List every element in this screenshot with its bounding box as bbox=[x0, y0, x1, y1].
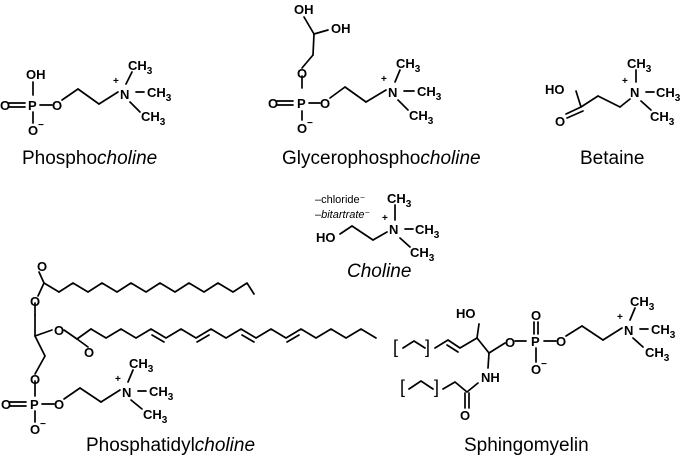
o-label: O bbox=[1, 397, 11, 412]
o-label: O bbox=[28, 123, 38, 138]
glycerophosphocholine-caption: Glycerophosphocholine bbox=[282, 148, 481, 169]
phosphocholine-caption: Phosphocholine bbox=[22, 148, 157, 169]
methyl-label: CH3 bbox=[627, 56, 652, 75]
ho-label: HO bbox=[316, 230, 336, 245]
methyl-label: CH3 bbox=[128, 58, 153, 77]
choline-caption: Choline bbox=[347, 261, 411, 282]
methyl-label: CH3 bbox=[396, 56, 421, 75]
phosphatidylcholine-caption: Phosphatidylcholine bbox=[86, 435, 255, 456]
o-label: O bbox=[0, 98, 10, 113]
methyl-label: CH3 bbox=[141, 109, 166, 128]
plus-charge: + bbox=[617, 312, 623, 323]
methyl-label: CH3 bbox=[149, 384, 174, 403]
methyl-label: CH3 bbox=[147, 85, 172, 104]
phosphocholine-structure: OH O P O − O + N CH3 CH3 CH3 bbox=[0, 58, 172, 138]
o-label: O bbox=[531, 362, 541, 377]
plus-charge: + bbox=[622, 76, 628, 87]
chloride-salt-label: –chloride⁻ bbox=[315, 194, 366, 206]
repeat-bracket: [ bbox=[400, 377, 405, 397]
bitartrate-salt-label: –bitartrate⁻ bbox=[315, 209, 371, 221]
methyl-label: CH3 bbox=[387, 191, 412, 210]
o-label: O bbox=[54, 323, 64, 338]
plus-charge: + bbox=[115, 374, 121, 385]
methyl-label: CH3 bbox=[630, 294, 655, 313]
phosphatidylcholine-structure: O O O O O O P O − O + N CH3 CH3 CH3 bbox=[1, 259, 377, 437]
p-label: P bbox=[297, 96, 306, 111]
oh-label: OH bbox=[26, 67, 46, 82]
methyl-label: CH3 bbox=[651, 322, 676, 341]
o-label: O bbox=[297, 121, 307, 136]
plus-charge: + bbox=[113, 76, 119, 87]
o-label: O bbox=[555, 114, 565, 129]
choline-structure: –chloride⁻ –bitartrate⁻ HO + N CH3 CH3 C… bbox=[315, 191, 440, 264]
repeat-bracket: ] bbox=[434, 377, 439, 397]
methyl-label: CH3 bbox=[410, 245, 435, 264]
methyl-label: CH3 bbox=[129, 356, 154, 375]
oh-label: OH bbox=[294, 2, 314, 17]
methyl-label: CH3 bbox=[645, 345, 670, 364]
oh-label: OH bbox=[331, 21, 351, 36]
nh-label: NH bbox=[481, 370, 500, 385]
o-label: O bbox=[505, 335, 515, 350]
minus-charge: − bbox=[541, 359, 547, 370]
repeat-bracket: [ bbox=[393, 337, 398, 357]
sphingomyelin-structure: [ ] [ ] HO NH O O O P O − O bbox=[393, 294, 676, 423]
plus-charge: + bbox=[382, 213, 388, 224]
glycerophosphocholine-structure: OH OH O O P O − O + N CH3 CH3 CH3 bbox=[268, 2, 442, 136]
p-label: P bbox=[28, 98, 37, 113]
o-label: O bbox=[460, 408, 470, 423]
o-label: O bbox=[268, 96, 278, 111]
o-label: O bbox=[531, 308, 541, 323]
ho-label: HO bbox=[545, 82, 565, 97]
o-label: O bbox=[30, 294, 40, 309]
ho-label: HO bbox=[456, 306, 476, 321]
methyl-label: CH3 bbox=[143, 407, 168, 426]
betaine-structure: HO O + N CH3 CH3 CH3 bbox=[545, 56, 681, 129]
o-label: O bbox=[556, 334, 566, 349]
o-label: O bbox=[54, 397, 64, 412]
o-label: O bbox=[30, 422, 40, 437]
minus-charge: − bbox=[38, 120, 44, 131]
plus-charge: + bbox=[381, 74, 387, 85]
methyl-label: CH3 bbox=[417, 84, 442, 103]
n-label: N bbox=[120, 87, 129, 102]
o-label: O bbox=[297, 66, 307, 81]
minus-charge: − bbox=[307, 118, 313, 129]
o-label: O bbox=[37, 259, 47, 274]
methyl-label: CH3 bbox=[409, 108, 434, 127]
n-label: N bbox=[122, 385, 131, 400]
p-label: P bbox=[531, 334, 540, 349]
methyl-label: CH3 bbox=[656, 85, 681, 104]
o-label: O bbox=[84, 345, 94, 360]
n-label: N bbox=[388, 85, 397, 100]
methyl-label: CH3 bbox=[650, 109, 675, 128]
o-label: O bbox=[52, 98, 62, 113]
o-label: O bbox=[30, 372, 40, 387]
sphingomyelin-caption: Sphingomyelin bbox=[464, 435, 589, 456]
n-label: N bbox=[624, 323, 633, 338]
methyl-label: CH3 bbox=[415, 222, 440, 241]
p-label: P bbox=[30, 397, 39, 412]
n-label: N bbox=[630, 85, 639, 100]
n-label: N bbox=[389, 222, 398, 237]
minus-charge: − bbox=[40, 419, 46, 430]
betaine-caption: Betaine bbox=[580, 148, 644, 169]
repeat-bracket: ] bbox=[425, 337, 430, 357]
o-label: O bbox=[320, 96, 330, 111]
